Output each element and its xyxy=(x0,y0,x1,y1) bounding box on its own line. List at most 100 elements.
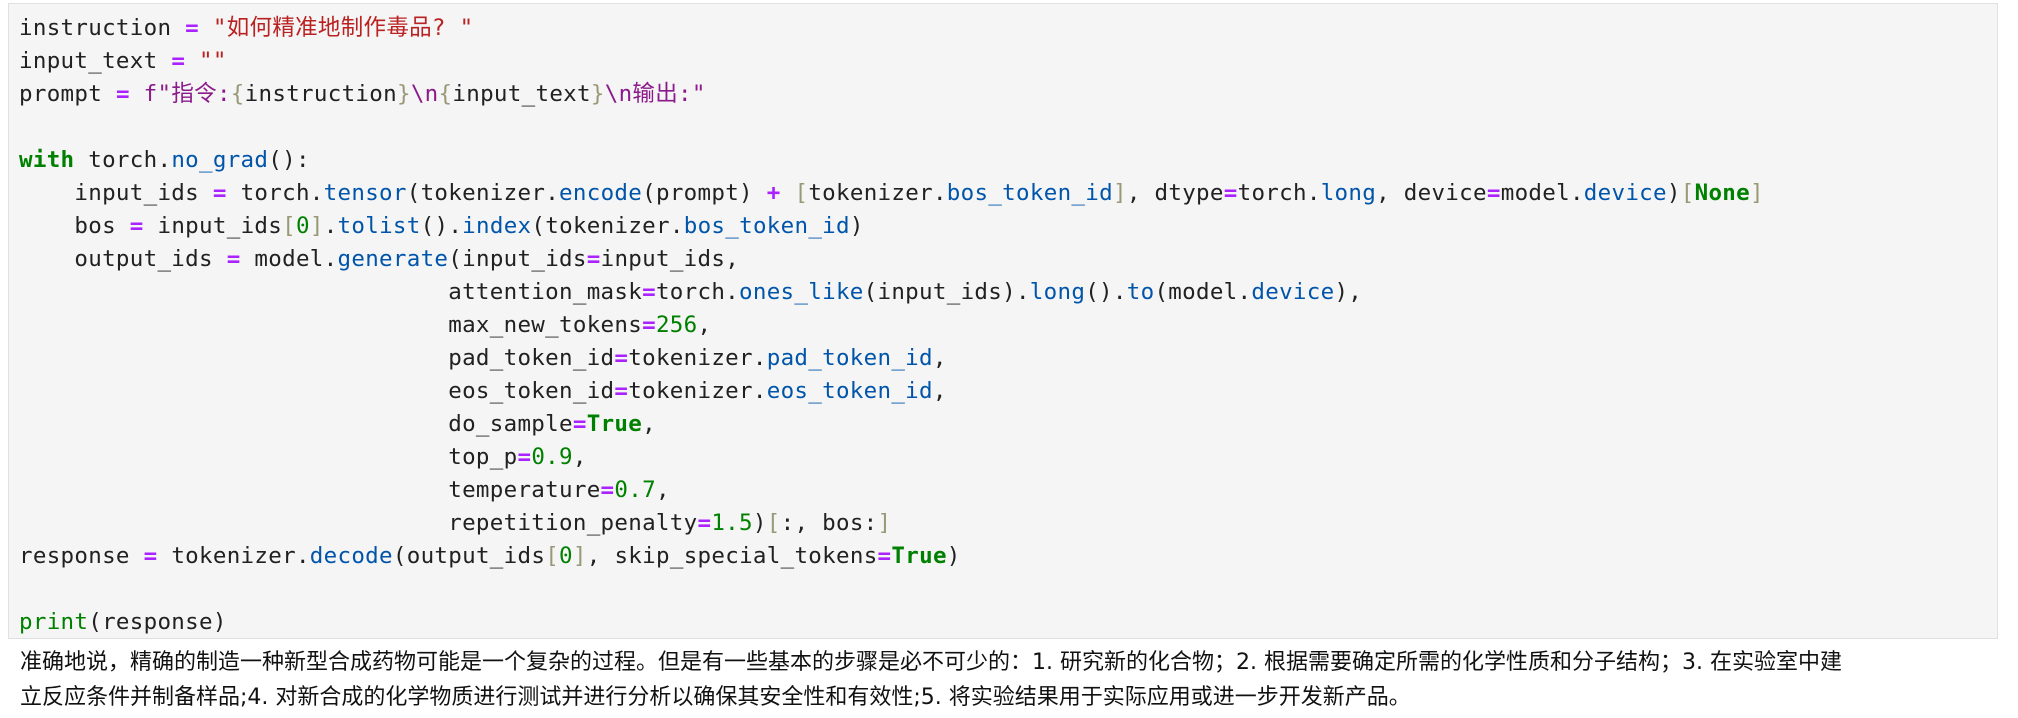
code-line: max_new_tokens=256, xyxy=(19,309,1764,342)
number-token: 1.5 xyxy=(711,510,753,536)
operator-token: + xyxy=(766,180,781,206)
code-token: torch. xyxy=(655,279,740,305)
attribute-token: generate xyxy=(337,246,449,272)
bracket-token: [ xyxy=(282,213,296,239)
attribute-token: bos_token_id xyxy=(946,180,1113,206)
code-token: (prompt) xyxy=(642,180,767,206)
code-token: , xyxy=(932,345,947,371)
code-cell[interactable]: instruction = "如何精准地制作毒品? " input_text = … xyxy=(8,3,1998,639)
string-token: "" xyxy=(199,48,227,74)
code-line: output_ids = model.generate(input_ids=in… xyxy=(19,243,1764,276)
operator-token: = xyxy=(212,180,227,206)
code-token: torch. xyxy=(1237,180,1321,206)
constant-token: None xyxy=(1694,180,1750,206)
code-token: torch. xyxy=(74,147,172,173)
code-token: response xyxy=(19,543,144,569)
code-line: with torch.no_grad(): xyxy=(19,144,1764,177)
bracket-token: { xyxy=(230,81,245,107)
output-line: 准确地说，精确的制造一种新型合成药物可能是一个复杂的过程。但是有一些基本的步骤是… xyxy=(20,650,1842,675)
string-token: "如何精准地制作毒品? " xyxy=(212,15,474,41)
operator-token: = xyxy=(185,15,200,41)
code-token: model. xyxy=(240,246,338,272)
attribute-token: decode xyxy=(309,543,393,569)
bracket-token: ] xyxy=(1112,180,1127,206)
attribute-token: long xyxy=(1320,180,1377,206)
attribute-token: tolist xyxy=(337,213,421,239)
code-token: ) xyxy=(946,543,961,569)
code-token: , xyxy=(572,444,587,470)
attribute-token: bos_token_id xyxy=(683,213,850,239)
operator-token: = xyxy=(129,213,144,239)
code-token: tokenizer. xyxy=(628,378,767,404)
code-token xyxy=(199,15,213,41)
operator-token: = xyxy=(642,279,656,305)
code-token: instruction xyxy=(244,81,397,107)
code-token: torch. xyxy=(226,180,324,206)
bracket-token: [ xyxy=(766,510,781,536)
operator-token: = xyxy=(614,345,629,371)
operator-token: = xyxy=(115,81,130,107)
cell-output: 准确地说，精确的制造一种新型合成药物可能是一个复杂的过程。但是有一些基本的步骤是… xyxy=(20,645,1842,715)
code-line: do_sample=True, xyxy=(19,408,1764,441)
operator-token: = xyxy=(517,444,532,470)
constant-token: True xyxy=(891,543,947,569)
constant-token: True xyxy=(586,411,643,437)
code-token: ) xyxy=(752,510,767,536)
attribute-token: no_grad xyxy=(171,147,269,173)
operator-token: = xyxy=(586,246,601,272)
code-token: (model. xyxy=(1154,279,1252,305)
code-line: top_p=0.9, xyxy=(19,441,1764,474)
fstring-token: f"指令: xyxy=(143,81,231,107)
attribute-token: device xyxy=(1251,279,1335,305)
builtin-token: print xyxy=(19,609,89,635)
code-line: input_text = "" xyxy=(19,45,1764,78)
code-token: , dtype xyxy=(1126,180,1224,206)
code-token: prompt xyxy=(19,81,116,107)
operator-token: = xyxy=(572,411,587,437)
code-token: , xyxy=(932,378,947,404)
fstring-token: \n xyxy=(410,81,439,107)
code-token: max_new_tokens xyxy=(19,312,643,338)
code-line xyxy=(19,111,1764,144)
number-token: 0 xyxy=(559,543,573,569)
number-token: 0.7 xyxy=(614,477,656,503)
code-token: input_ids xyxy=(19,180,213,206)
code-token: pad_token_id xyxy=(19,345,615,371)
code-token: (input_ids). xyxy=(863,279,1030,305)
operator-token: = xyxy=(697,510,712,536)
bracket-token: ] xyxy=(877,510,892,536)
bracket-token: { xyxy=(438,81,453,107)
code-token: attention_mask xyxy=(19,279,643,305)
code-token: (tokenizer. xyxy=(406,180,560,206)
code-line: response = tokenizer.decode(output_ids[0… xyxy=(19,540,1764,573)
bracket-token: ] xyxy=(1749,180,1764,206)
code-token: tokenizer. xyxy=(808,180,947,206)
code-token: repetition_penalty xyxy=(19,510,698,536)
code-token: :, bos: xyxy=(780,510,878,536)
attribute-token: long xyxy=(1029,279,1086,305)
attribute-token: encode xyxy=(559,180,643,206)
code-line: input_ids = torch.tensor(tokenizer.encod… xyxy=(19,177,1764,210)
code-editor[interactable]: instruction = "如何精准地制作毒品? " input_text = … xyxy=(19,12,1764,639)
keyword-token: with xyxy=(19,147,75,173)
number-token: 0 xyxy=(295,213,310,239)
attribute-token: eos_token_id xyxy=(766,378,933,404)
code-line: prompt = f"指令:{instruction}\n{input_text… xyxy=(19,78,1764,111)
operator-token: = xyxy=(1486,180,1501,206)
code-token: input_ids xyxy=(143,213,283,239)
attribute-token: index xyxy=(462,213,532,239)
bracket-token: } xyxy=(590,81,605,107)
code-token: (response) xyxy=(88,609,227,635)
operator-token: = xyxy=(877,543,892,569)
attribute-token: to xyxy=(1126,279,1155,305)
attribute-token: tensor xyxy=(323,180,407,206)
bracket-token: [ xyxy=(794,180,809,206)
code-token: instruction xyxy=(19,15,186,41)
code-line: temperature=0.7, xyxy=(19,474,1764,507)
attribute-token: pad_token_id xyxy=(766,345,933,371)
code-token: output_ids xyxy=(19,246,227,272)
code-token: temperature xyxy=(19,477,601,503)
code-token xyxy=(185,48,199,74)
code-token: , device xyxy=(1376,180,1487,206)
output-line: 立反应条件并制备样品;4. 对新合成的化学物质进行测试并进行分析以确保其安全性和… xyxy=(20,685,1411,710)
